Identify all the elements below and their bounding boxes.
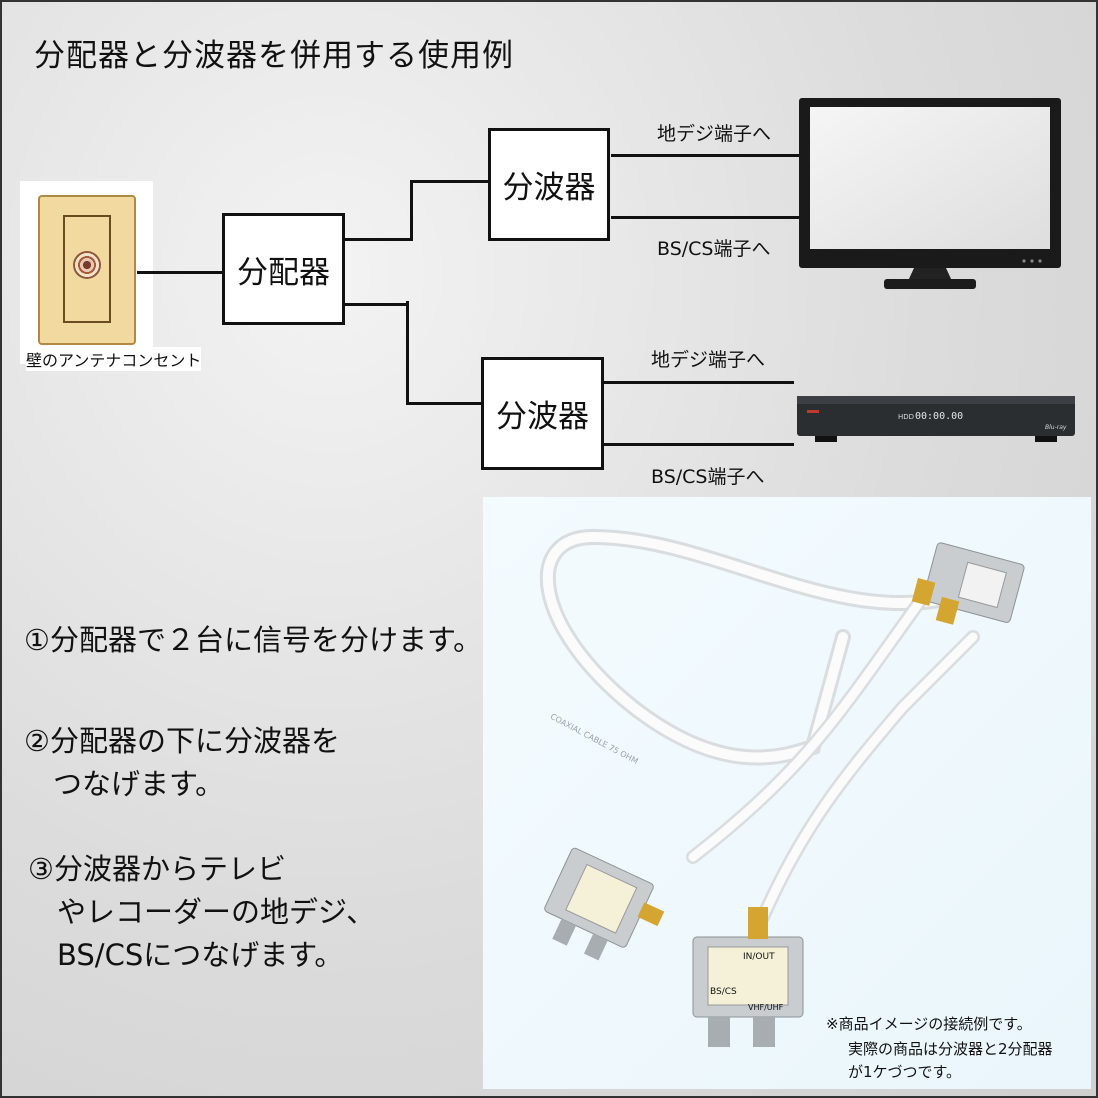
photo-note-2: 実際の商品は分波器と2分配器: [848, 1040, 1053, 1058]
line-up-to-diplexer: [410, 180, 490, 183]
photo-note-3: が1ケづつです。: [848, 1063, 962, 1081]
bottom-digital-label: 地デジ端子へ: [651, 349, 766, 371]
wall-outlet-illustration: [20, 181, 153, 364]
line-up-vertical: [410, 181, 413, 241]
outlet-plate: [38, 195, 136, 345]
recorder-brand: Blu-ray: [1045, 424, 1067, 431]
diplexer-top-box: 分波器: [488, 128, 610, 241]
line-down-vertical: [406, 301, 409, 404]
device-bs-cs-text: BS/CS: [710, 987, 737, 997]
splitter-box: 分配器: [222, 213, 345, 325]
device-vhf-uhf-text: VHF/UHF: [748, 1003, 784, 1012]
line-bottom-digital: [604, 381, 794, 384]
step-2: ②分配器の下に分波器を つなげます。: [24, 724, 340, 801]
bottom-bscs-label: BS/CS端子へ: [651, 466, 765, 488]
diplexer-bottom-box: 分波器: [481, 357, 604, 470]
device-in-out-text: IN/OUT: [743, 952, 775, 962]
tv-icon: [799, 98, 1061, 289]
line-splitter-down: [344, 303, 408, 306]
cable-illustration: [539, 528, 1025, 1047]
recorder-hdd-text: HDD: [898, 413, 915, 421]
wall-outlet-label: 壁のアンテナコンセント: [26, 347, 202, 371]
line-top-digital: [611, 154, 800, 157]
line-bottom-bscs: [604, 443, 794, 446]
antenna-socket-icon: [73, 251, 101, 279]
recorder-icon: HDD 00:00.00 Blu-ray: [795, 392, 1078, 444]
recorder-display: 00:00.00: [915, 411, 964, 422]
step-3: ③分波器からテレビ やレコーダーの地デジ、 BS/CSにつなげます。: [28, 852, 376, 972]
line-down-to-diplexer: [406, 402, 484, 405]
line-outlet-splitter: [137, 271, 223, 274]
outlet-inner-frame: [63, 215, 111, 323]
top-bscs-label: BS/CS端子へ: [657, 238, 771, 260]
page-title: 分配器と分波器を併用する使用例: [34, 38, 514, 74]
line-splitter-up: [344, 238, 412, 241]
line-top-bscs: [611, 216, 800, 219]
product-photo: IN/OUT BS/CS VHF/UHF COAXIAL CABLE 75 OH…: [483, 497, 1091, 1089]
photo-note-1: ※商品イメージの接続例です。: [826, 1015, 1032, 1033]
step-1: ①分配器で２台に信号を分けます。: [24, 623, 483, 657]
top-digital-label: 地デジ端子へ: [657, 123, 772, 145]
